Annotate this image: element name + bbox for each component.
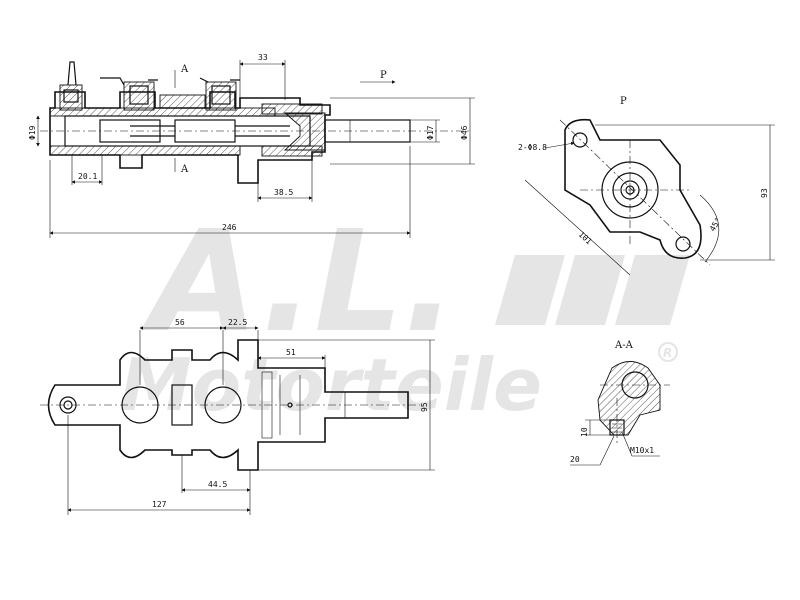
svg-text:51: 51 <box>286 348 296 357</box>
svg-text:93: 93 <box>760 188 769 198</box>
dim-10: 10 <box>580 419 610 437</box>
side-flange-top <box>261 103 323 115</box>
dim-38-5: 38.5 <box>257 160 313 202</box>
svg-text:10: 10 <box>580 427 589 437</box>
dim-20: 20 <box>570 435 615 466</box>
dim-44-5: 44.5 <box>181 455 251 493</box>
dim-dia-17: Φ17 <box>410 119 440 143</box>
svg-text:246: 246 <box>222 223 237 232</box>
dim-22-5: 22.5 <box>222 318 259 340</box>
side-mid-boss <box>159 94 206 109</box>
watermark-logo-text: A.L. <box>140 201 457 364</box>
top-view-outline <box>47 339 409 471</box>
end-view-centerlines <box>580 140 690 245</box>
end-view-hole-2 <box>675 236 691 252</box>
svg-text:56: 56 <box>175 318 185 327</box>
svg-text:44.5: 44.5 <box>208 480 227 489</box>
end-view-diagonal <box>559 119 711 266</box>
svg-text:22.5: 22.5 <box>228 318 247 327</box>
side-section-view: A A P 33 Φ19 Φ17 Φ46 20.1 <box>28 53 475 238</box>
dim-93: 93 <box>595 124 775 261</box>
svg-text:45°: 45° <box>708 216 723 233</box>
dim-thread: M10x1 <box>621 431 660 457</box>
end-view-hole-1 <box>572 132 588 148</box>
dim-95: 95 <box>258 339 435 471</box>
dim-angle-45: 45° <box>699 194 723 263</box>
svg-text:33: 33 <box>258 53 268 62</box>
dim-56: 56 <box>139 318 224 385</box>
side-spring <box>130 125 175 137</box>
top-view: 56 22.5 51 95 44.5 127 <box>40 318 435 515</box>
section-a-a-view: A-A 10 20 M10x1 <box>570 340 670 466</box>
watermark-registered-circle <box>658 342 678 362</box>
end-view-p: P 2-Φ8.8 93 101 45° <box>518 96 775 276</box>
dim-holes: 2-Φ8.8 <box>518 141 575 152</box>
end-view-title: P <box>620 96 627 107</box>
watermark-logo-bars <box>495 255 690 325</box>
svg-text:95: 95 <box>420 402 429 412</box>
svg-text:2-Φ8.8: 2-Φ8.8 <box>518 143 547 152</box>
svg-text:Φ19: Φ19 <box>28 125 37 140</box>
svg-text:101: 101 <box>577 230 594 246</box>
section-a-bottom-label: A <box>180 164 189 175</box>
dim-246: 246 <box>49 146 411 238</box>
section-a-top-label: A <box>180 64 189 75</box>
section-a-a-title: A-A <box>614 340 634 351</box>
svg-text:127: 127 <box>152 500 167 509</box>
section-a-a-body <box>597 361 661 436</box>
dim-33: 33 <box>239 53 286 100</box>
dim-dia-19: Φ19 <box>28 115 40 147</box>
svg-text:Φ17: Φ17 <box>426 125 435 140</box>
svg-text:M10x1: M10x1 <box>630 446 654 455</box>
watermark-registered-mark: R <box>663 346 672 360</box>
end-view-outline <box>564 118 702 259</box>
svg-text:38.5: 38.5 <box>274 188 293 197</box>
side-lower-wall <box>49 145 241 156</box>
side-seal <box>283 112 326 151</box>
dim-dia-46: Φ46 <box>330 97 475 165</box>
dim-20-1: 20.1 <box>71 155 103 185</box>
side-rod <box>235 125 290 137</box>
dim-51: 51 <box>257 348 326 368</box>
section-a-a-centerlines <box>600 384 670 445</box>
side-port-left <box>59 61 83 111</box>
svg-text:20: 20 <box>570 455 580 464</box>
side-upper-wall <box>49 107 276 117</box>
view-p-label: P <box>380 70 387 81</box>
svg-text:Φ46: Φ46 <box>460 125 469 140</box>
side-port-middle <box>100 77 158 111</box>
side-port-right <box>199 77 240 111</box>
dim-127: 127 <box>67 415 251 515</box>
svg-text:20.1: 20.1 <box>78 172 97 181</box>
